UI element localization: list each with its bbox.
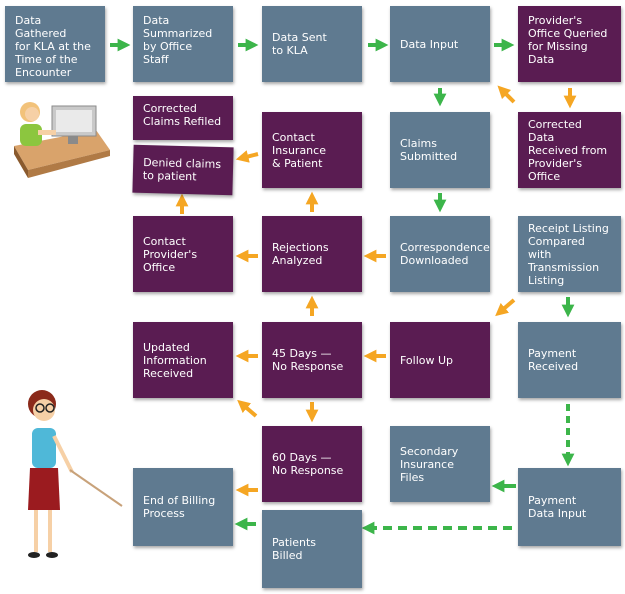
box-label: Payment Data Input xyxy=(528,494,587,520)
box-payment-received: Payment Received xyxy=(518,322,621,398)
arrow-60days-to-updated xyxy=(237,399,258,418)
teacher-illustration xyxy=(28,390,123,558)
box-data-input: Data Input xyxy=(390,6,490,82)
box-label: Payment Received xyxy=(528,347,579,373)
box-correspondence: Correspondence Downloaded xyxy=(390,216,490,292)
box-label: Denied claims to patient xyxy=(142,155,222,184)
box-60-days: 60 Days — No Response xyxy=(262,426,362,502)
box-label: Data Gathered for KLA at the Time of the… xyxy=(15,14,91,79)
box-label: Data Summarized by Office Staff xyxy=(143,14,213,66)
box-updated-info: Updated Information Received xyxy=(133,322,233,398)
box-claims-submitted: Claims Submitted xyxy=(390,112,490,188)
box-payment-input: Payment Data Input xyxy=(518,468,621,546)
box-label: Follow Up xyxy=(400,353,454,367)
box-label: Correspondence Downloaded xyxy=(400,241,490,267)
box-patients-billed: Patients Billed xyxy=(262,510,362,588)
box-45-days: 45 Days — No Response xyxy=(262,322,362,398)
box-data-gathered: Data Gathered for KLA at the Time of the… xyxy=(5,6,105,82)
box-label: Rejections Analyzed xyxy=(272,241,329,267)
box-label: Provider's Office Queried for Missing Da… xyxy=(528,14,608,66)
box-secondary-insurance: Secondary Insurance Files xyxy=(390,426,490,502)
box-end-billing: End of Billing Process xyxy=(133,468,233,546)
box-label: Updated Information Received xyxy=(143,340,207,380)
arrow-contactins-to-denied xyxy=(235,150,259,163)
box-label: Receipt Listing Compared with Transmissi… xyxy=(528,221,609,287)
arrow-corrected-to-input xyxy=(497,85,516,104)
box-contact-insurance: Contact Insurance & Patient xyxy=(262,112,362,188)
arrow-receipt-to-followup xyxy=(495,298,516,317)
box-label: Data Sent to KLA xyxy=(272,31,327,57)
box-receipt-listing: Receipt Listing Compared with Transmissi… xyxy=(518,216,621,292)
box-data-sent: Data Sent to KLA xyxy=(262,6,362,82)
box-corrected-claims: Corrected Claims Refiled xyxy=(133,96,233,140)
box-label: 45 Days — No Response xyxy=(272,347,344,373)
box-denied-claims: Denied claims to patient xyxy=(132,144,234,196)
box-label: Secondary Insurance Files xyxy=(400,444,459,484)
box-rejections: Rejections Analyzed xyxy=(262,216,362,292)
box-label: Corrected Claims Refiled xyxy=(143,102,222,128)
box-label: Contact Provider's Office xyxy=(143,234,198,274)
box-follow-up: Follow Up xyxy=(390,322,490,398)
box-office-queried: Provider's Office Queried for Missing Da… xyxy=(518,6,621,82)
box-label: Patients Billed xyxy=(272,536,317,562)
box-label: Data Input xyxy=(400,37,459,51)
office-worker-illustration xyxy=(14,102,110,178)
box-contact-provider: Contact Provider's Office xyxy=(133,216,233,292)
box-data-summarized: Data Summarized by Office Staff xyxy=(133,6,233,82)
box-label: 60 Days — No Response xyxy=(272,451,344,477)
box-corrected-data: Corrected Data Received from Provider's … xyxy=(518,112,621,188)
box-label: Contact Insurance & Patient xyxy=(272,130,326,170)
box-label: End of Billing Process xyxy=(143,494,216,520)
box-label: Claims Submitted xyxy=(400,137,458,163)
box-label: Corrected Data Received from Provider's … xyxy=(528,117,608,183)
